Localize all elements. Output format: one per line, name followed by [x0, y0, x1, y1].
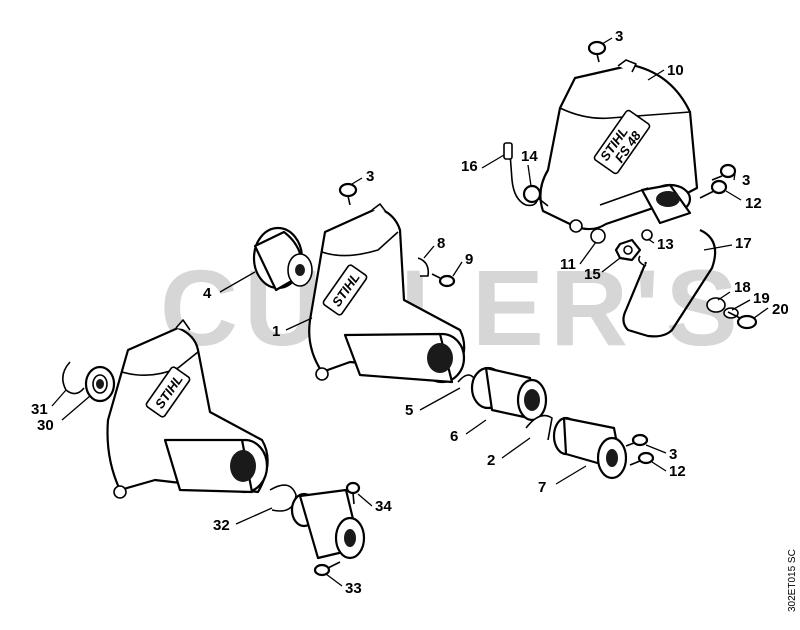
callout-19: 19 [753, 290, 770, 307]
gear-housing: STIHL [106, 319, 269, 499]
circlip-lower [269, 484, 297, 512]
callout-18: 18 [734, 279, 751, 296]
callout-8: 8 [437, 235, 445, 252]
callout-6: 6 [450, 428, 458, 445]
callout-3-lower: 3 [669, 446, 677, 463]
screw-top-right [587, 40, 607, 63]
callout-12-lower: 12 [669, 463, 686, 480]
clamp-sleeve [290, 488, 366, 560]
ball-bearing [84, 365, 116, 403]
fan-housing-fs48: STIHL FS 48 [539, 59, 699, 233]
screw-tube-long [629, 451, 655, 466]
callout-5: 5 [405, 402, 413, 419]
callout-30: 30 [37, 417, 54, 434]
hex-screw-small [727, 311, 758, 330]
screw-sleeve-lower [313, 561, 341, 577]
callout-16: 16 [461, 158, 478, 175]
callout-2: 2 [487, 452, 495, 469]
clip [417, 257, 430, 277]
callout-13: 13 [657, 236, 674, 253]
callout-4: 4 [203, 285, 212, 302]
callout-12-upper: 12 [745, 195, 762, 212]
screw-housing-side [711, 163, 737, 181]
callout-7: 7 [538, 479, 546, 496]
callout-33: 33 [345, 580, 362, 597]
spring-clip [525, 414, 553, 441]
ring-washer [590, 228, 606, 244]
adjuster-screw [522, 184, 549, 207]
callout-31: 31 [31, 401, 48, 418]
reference-code: 302ET015 SC [787, 549, 798, 612]
tube-sleeve [552, 416, 628, 480]
screw-clip [431, 273, 456, 288]
callout-3-right: 3 [742, 172, 750, 189]
callout-11: 11 [560, 256, 576, 273]
screw-sleeve [345, 481, 361, 505]
callout-3-top: 3 [615, 28, 623, 45]
callout-9: 9 [465, 251, 473, 268]
callout-3-middle: 3 [366, 168, 374, 185]
rubber-sleeve [470, 366, 548, 422]
callout-14: 14 [521, 148, 538, 165]
clutch-drum [252, 226, 313, 292]
callout-15: 15 [584, 266, 601, 283]
washer [706, 297, 726, 313]
loop-handle [622, 228, 717, 338]
fan-housing-stihl: STIHL [308, 203, 466, 384]
callout-34: 34 [375, 498, 392, 515]
callout-numbers: 3 10 16 14 3 3 12 17 11 13 15 8 9 4 1 18… [31, 28, 789, 597]
small-sleeve [641, 229, 653, 241]
screw-middle [338, 182, 358, 206]
circlip-left [62, 361, 85, 395]
callout-32: 32 [213, 517, 230, 534]
callout-1: 1 [272, 323, 280, 340]
long-screw [699, 179, 728, 199]
screw-tube-top [625, 433, 649, 447]
callout-10: 10 [667, 62, 684, 79]
callout-20: 20 [772, 301, 789, 318]
callout-17: 17 [735, 235, 752, 252]
leader-lines [51, 37, 769, 587]
